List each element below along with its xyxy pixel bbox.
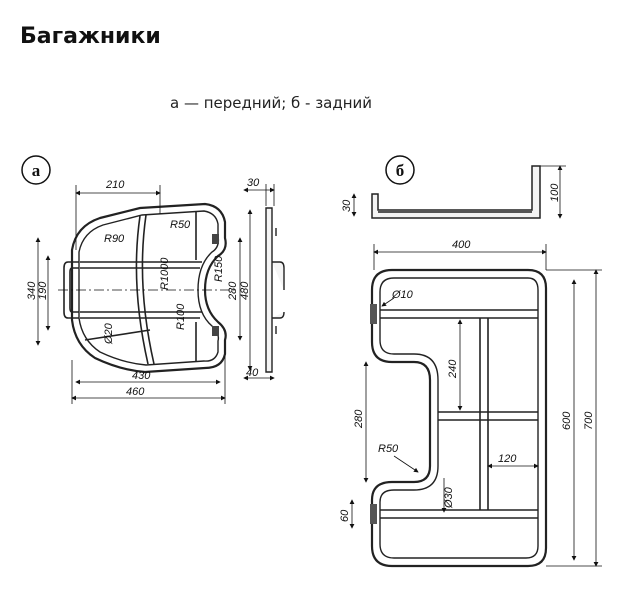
rear-dim-30: 30 (341, 199, 353, 212)
front-dim-r100: R100 (175, 303, 187, 330)
page-title: Багажники (20, 24, 161, 49)
rear-marker-label: б (396, 161, 405, 180)
front-dim-r1000: R1000 (159, 257, 171, 290)
rear-dim-d10: Ø10 (391, 289, 414, 301)
rear-dim-r50: R50 (378, 443, 399, 455)
front-dim-r90: R90 (104, 233, 125, 245)
rear-outer-frame (370, 268, 548, 568)
rear-inner-frame (379, 277, 539, 559)
front-dim-r50: R50 (170, 219, 191, 231)
front-dim-430: 430 (132, 370, 151, 382)
rear-dim-700: 700 (583, 411, 595, 430)
rear-crossbars (380, 309, 538, 519)
front-marker-label: а (32, 161, 41, 180)
front-dimensions (35, 184, 275, 404)
front-dim-460: 460 (126, 386, 145, 398)
rear-dim-400: 400 (452, 239, 471, 251)
front-side-view (265, 207, 285, 373)
front-tab-bottom (212, 326, 219, 336)
front-dim-40: 40 (246, 367, 259, 379)
rear-dim-240: 240 (447, 359, 459, 379)
front-dim-r150: R150 (213, 255, 225, 282)
rear-side-profile (371, 165, 541, 219)
front-dim-340: 340 (26, 281, 38, 300)
rear-tab-top (370, 304, 377, 324)
rear-dim-100: 100 (549, 183, 561, 202)
front-crossbars (80, 212, 202, 365)
rear-marker-circle (385, 155, 415, 185)
front-marker-circle (21, 155, 51, 185)
rear-dimensions (349, 165, 602, 567)
rear-tab-bottom (370, 504, 377, 524)
front-rack-drawing: а 2 (21, 155, 285, 404)
rear-dim-280: 280 (353, 409, 365, 429)
front-dim-d20: Ø20 (103, 322, 115, 345)
front-tab-top (212, 234, 219, 244)
front-dim-190: 190 (37, 281, 49, 300)
front-dim-480: 480 (239, 281, 251, 300)
front-dim-30: 30 (247, 177, 260, 189)
rear-dim-600: 600 (561, 411, 573, 430)
rear-dim-120: 120 (498, 453, 517, 465)
rear-rack-drawing: б 30 100 (339, 155, 602, 568)
front-outer-frame (70, 202, 227, 374)
figure-caption: а — передний; б - задний (170, 94, 373, 112)
rear-dim-60: 60 (339, 509, 351, 522)
front-dim-210: 210 (105, 179, 125, 191)
rear-dim-d30: Ø30 (443, 486, 455, 509)
front-dim-280: 280 (227, 281, 239, 301)
